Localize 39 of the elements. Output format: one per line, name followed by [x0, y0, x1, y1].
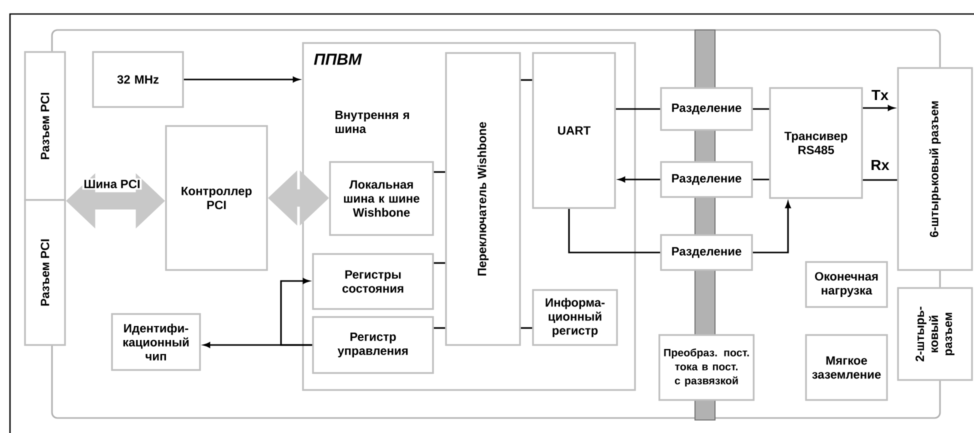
connector-line	[434, 262, 446, 264]
connector-box: 2-штырь- ковый разъем	[897, 287, 973, 381]
connector-line	[520, 79, 532, 81]
bus-label: Внутрення я шина	[336, 110, 409, 134]
arrow	[862, 105, 894, 111]
connector-line	[434, 327, 446, 329]
arrow	[618, 176, 660, 182]
block-box: Контроллер PCI	[165, 125, 268, 271]
connector-box: Разъем PCI	[24, 51, 66, 201]
arrow	[184, 76, 300, 82]
connector-line	[752, 108, 770, 110]
block-box: Мягкое заземление	[805, 334, 888, 401]
connector-line	[862, 179, 898, 181]
block-box: Преобраз. пост. тока в пост. с развязкой	[658, 334, 755, 401]
edge-label: Rx	[869, 158, 891, 172]
block-box: UART	[532, 52, 616, 209]
connector-line	[752, 178, 770, 180]
edge-label: Шина PCI	[82, 178, 142, 190]
connector-box: Разъем PCI	[24, 199, 66, 346]
connector-line	[568, 208, 660, 254]
connector-box: 6-штырьковый разъем	[897, 67, 973, 271]
connector-line	[520, 327, 532, 329]
block-box: Идентифи- кационный чип	[111, 313, 201, 371]
block-box: Трансивер RS485	[769, 87, 863, 199]
block-box: Регистры состояния	[312, 253, 434, 310]
block-box: 32 MHz	[92, 51, 184, 108]
connector-line	[434, 171, 446, 173]
connector-line	[616, 108, 660, 110]
edge-label: Tx	[870, 88, 890, 102]
block-box: Разделение	[660, 234, 753, 271]
block-box: Разделение	[660, 87, 753, 131]
arrow	[280, 278, 312, 346]
block-box: Информа- ционный регистр	[532, 289, 618, 346]
connector-box: Переключатель Wishbone	[445, 52, 521, 346]
block-box: Разделение	[660, 161, 753, 198]
block-box: Локальная шина к шине Wishbone	[329, 161, 434, 236]
arrow	[752, 202, 791, 254]
block-box: Регистр управления	[312, 316, 434, 374]
block-box: Оконечная нагрузка	[805, 261, 888, 308]
